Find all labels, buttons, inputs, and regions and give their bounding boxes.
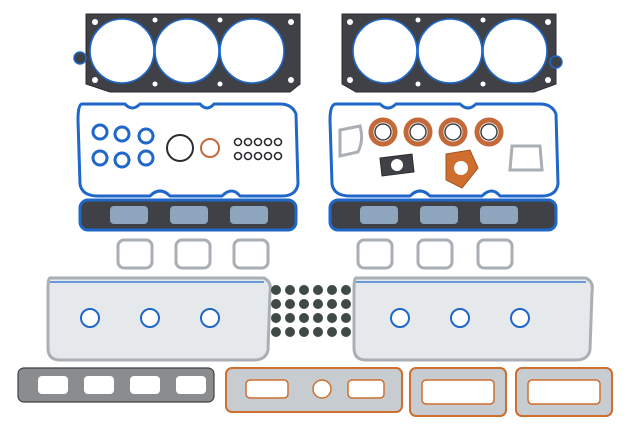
large-o-ring (166, 134, 194, 162)
spark-plug-tube-seals (91, 123, 155, 169)
throttle-body-gasket-long (17, 367, 215, 403)
small-o-rings-left (233, 137, 283, 161)
cam-seal-inner (374, 123, 498, 141)
valve-cover-gasket-right (328, 102, 560, 198)
copper-washer (200, 138, 220, 158)
exhaust-flange-gasket-2 (515, 367, 613, 417)
thermostat-gasket (338, 124, 364, 158)
water-outlet-gasket (225, 367, 403, 413)
water-pump-gasket-hole (454, 161, 468, 175)
exhaust-flange-gasket-1 (409, 367, 507, 417)
lower-intake-gasket-right (352, 276, 594, 362)
exhaust-gaskets-left (116, 238, 270, 270)
exhaust-gaskets-right (356, 238, 514, 270)
lower-intake-gasket-left (46, 276, 272, 362)
egr-gasket-hole (391, 159, 403, 171)
cylinder-head-gasket-left (73, 13, 301, 93)
cylinder-head-gasket-right (341, 13, 563, 93)
outlet-gasket (508, 144, 544, 172)
intake-manifold-gasket-right (328, 198, 558, 232)
intake-manifold-gasket-left (78, 198, 298, 232)
cam-seals (368, 117, 504, 147)
valve-cover-gasket-left (76, 102, 300, 198)
valve-stem-seals (271, 285, 351, 337)
